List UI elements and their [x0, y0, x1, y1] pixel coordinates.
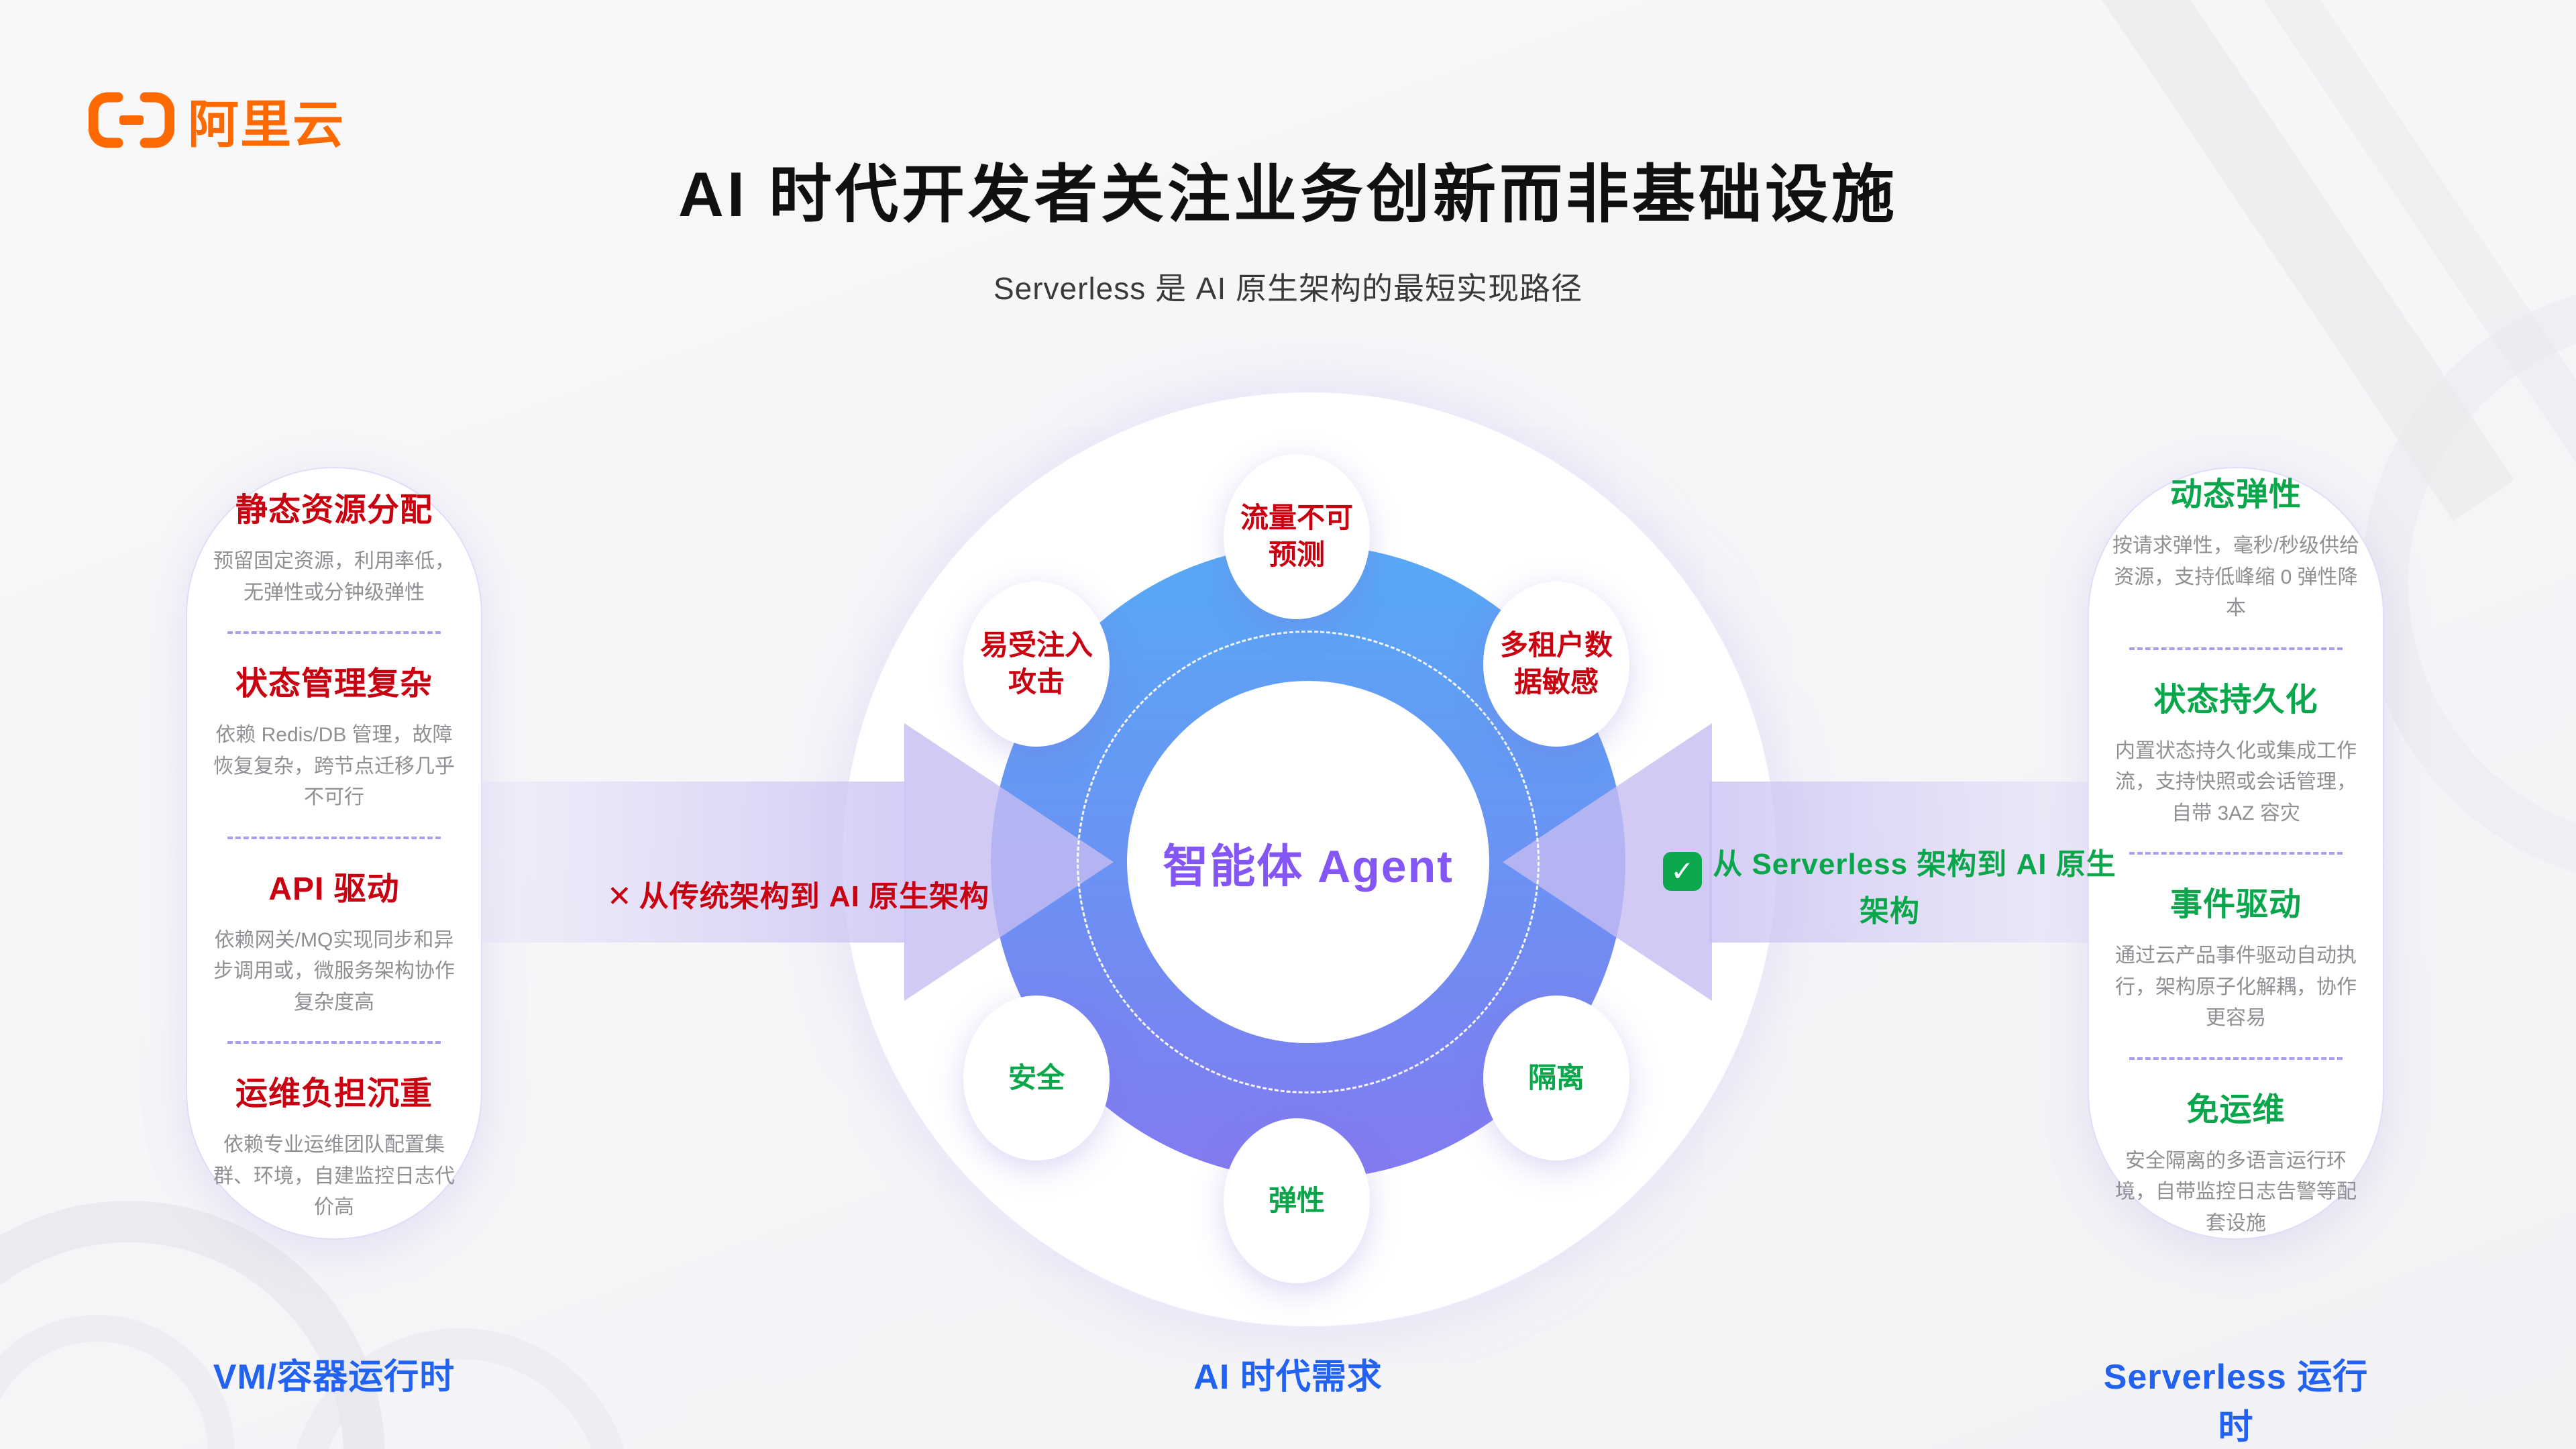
panel-item-title: 状态持久化 — [2153, 682, 2318, 718]
bubble-label: 隔离 — [1527, 1061, 1585, 1093]
panel-item-desc: 预留固定资源，利用率低，无弹性或分钟级弹性 — [213, 550, 455, 604]
panel-item: 状态持久化 内置状态持久化或集成工作流，支持快照或会话管理，自带 3AZ 容灾 — [2112, 659, 2360, 843]
panel-item-title: 静态资源分配 — [235, 492, 433, 529]
dashed-divider — [227, 836, 441, 839]
panel-item: API 驱动 依赖网关/MQ实现同步和异步调用或，微服务架构协作复杂度高 — [210, 849, 458, 1032]
dashed-orbit — [1077, 631, 1540, 1093]
logo-text: 阿里云 — [188, 97, 345, 154]
panel-item-desc: 按请求弹性，毫秒/秒级供给资源，支持低峰缩 0 弹性降本 — [2112, 535, 2360, 619]
dashed-divider — [2129, 852, 2343, 855]
alibaba-cloud-logo: 阿里云 — [89, 83, 345, 157]
dashed-divider — [2129, 1057, 2343, 1060]
page-subtitle: Serverless 是 AI 原生架构的最短实现路径 — [993, 271, 1583, 306]
footer-ai-demand: AI 时代需求 — [1193, 1358, 1383, 1397]
dashed-divider — [2129, 647, 2343, 650]
dashed-divider — [227, 631, 441, 635]
bubble-isolation: 隔离 — [1483, 996, 1629, 1161]
panel-item-desc: 内置状态持久化或集成工作流，支持快照或会话管理，自带 3AZ 容灾 — [2115, 739, 2357, 824]
panel-item: 免运维 安全隔离的多语言运行环境，自带监控日志告警等配套设施 — [2112, 1069, 2360, 1253]
panel-item-desc: 依赖网关/MQ实现同步和异步调用或，微服务架构协作复杂度高 — [213, 928, 455, 1014]
panel-item-title: 状态管理复杂 — [235, 666, 433, 702]
alibaba-cloud-bracket-icon — [89, 92, 174, 148]
right-arrow-text: 从 Serverless 架构到 AI 原生架构 — [1713, 848, 2116, 928]
panel-item: 动态弹性 按请求弹性，毫秒/秒级供给资源，支持低峰缩 0 弹性降本 — [2112, 454, 2360, 638]
bubble-label: 弹性 — [1268, 1184, 1325, 1216]
panel-item-desc: 安全隔离的多语言运行环境，自带监控日志告警等配套设施 — [2115, 1149, 2357, 1234]
panel-item: 运维负担沉重 依赖专业运维团队配置集群、环境，自建监控日志代价高 — [210, 1053, 458, 1237]
panel-item-title: 运维负担沉重 — [235, 1076, 433, 1112]
right-transition-beam — [1709, 782, 2145, 943]
dashed-divider — [227, 1041, 441, 1044]
panel-item: 事件驱动 通过云产品事件驱动自动执行，架构原子化解耦，协作更容易 — [2112, 864, 2360, 1048]
panel-item-title: 动态弹性 — [2169, 477, 2302, 513]
cross-icon: ✕ — [606, 880, 633, 913]
agent-label: 智能体 Agent — [1163, 841, 1454, 892]
panel-item-title: 免运维 — [2186, 1091, 2286, 1128]
bubble-label: 安全 — [1008, 1061, 1065, 1093]
panel-item-title: API 驱动 — [268, 871, 400, 907]
vm-container-panel: 静态资源分配 预留固定资源，利用率低，无弹性或分钟级弹性 状态管理复杂 依赖 R… — [186, 467, 482, 1240]
serverless-panel: 动态弹性 按请求弹性，毫秒/秒级供给资源，支持低峰缩 0 弹性降本 状态持久化 … — [2088, 467, 2384, 1240]
bubble-security: 安全 — [963, 996, 1110, 1161]
panel-item-title: 事件驱动 — [2169, 887, 2302, 922]
left-arrow-label: ✕从传统架构到 AI 原生架构 — [543, 872, 1053, 915]
page-title: AI 时代开发者关注业务创新而非基础设施 — [678, 159, 1898, 229]
checkbox-check-icon: ✓ — [1663, 852, 1703, 891]
right-arrow-label: ✓ 从 Serverless 架构到 AI 原生架构 — [1652, 844, 2128, 932]
panel-item: 状态管理复杂 依赖 Redis/DB 管理，故障恢复复杂，跨节点迁移几乎不可行 — [210, 643, 458, 827]
panel-item: 静态资源分配 预留固定资源，利用率低，无弹性或分钟级弹性 — [210, 470, 458, 622]
footer-serverless-runtime: Serverless 运行时 — [2103, 1358, 2369, 1447]
agent-core: 智能体 Agent — [1127, 681, 1489, 1043]
bubble-traffic-unpredictable: 流量不可预测 — [1224, 454, 1370, 619]
left-transition-beam — [470, 782, 906, 943]
panel-item-desc: 依赖专业运维团队配置集群、环境，自建监控日志代价高 — [213, 1134, 455, 1219]
bubble-label: 易受注入攻击 — [979, 629, 1093, 698]
bubble-elasticity: 弹性 — [1224, 1118, 1370, 1283]
check-glyph: ✓ — [1670, 855, 1695, 887]
left-arrow-text: 从传统架构到 AI 原生架构 — [639, 880, 990, 913]
bubble-label: 流量不可预测 — [1240, 502, 1353, 570]
panel-item-desc: 通过云产品事件驱动自动执行，架构原子化解耦，协作更容易 — [2115, 945, 2357, 1029]
bubble-multitenant-data: 多租户数据敏感 — [1483, 582, 1629, 747]
footer-vm-runtime: VM/容器运行时 — [213, 1358, 455, 1397]
bubble-injection-attack: 易受注入攻击 — [963, 582, 1110, 747]
bubble-label: 多租户数据敏感 — [1499, 629, 1613, 698]
panel-item-desc: 依赖 Redis/DB 管理，故障恢复复杂，跨节点迁移几乎不可行 — [213, 724, 455, 809]
